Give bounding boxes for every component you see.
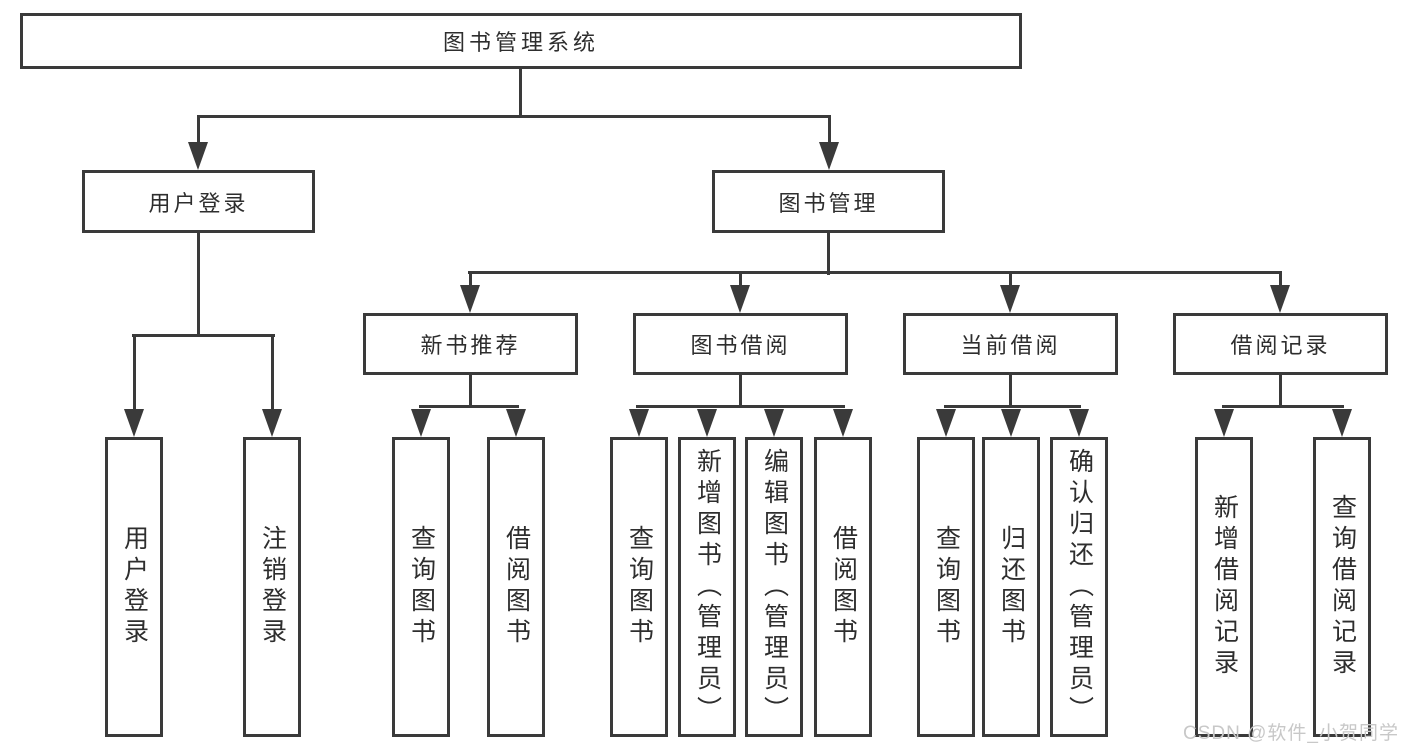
arrow-down-icon [411,409,431,437]
node-leaf-add-book-admin-label: 新增图书（管理员） [693,447,722,727]
arrow-down-icon [1001,409,1021,437]
connector-bookmgmt-rail [468,271,1282,274]
connector-cat-shaft [469,271,472,287]
node-book-borrow: 图书借阅 [633,313,848,375]
node-leaf-borrow-book-1-label: 借阅图书 [502,525,531,649]
arrow-down-icon [1000,285,1020,313]
node-leaf-query-book-3-label: 查询图书 [932,525,961,649]
node-leaf-confirm-return-admin: 确认归还（管理员） [1050,437,1108,737]
node-leaf-borrow-book-2-label: 借阅图书 [829,525,858,649]
connector-leaf-shaft [133,334,136,411]
node-borrow-record-label: 借阅记录 [1230,333,1331,358]
connector-cat-shaft [1279,271,1282,287]
arrow-down-icon [124,409,144,437]
connector-group1-stem [469,375,472,408]
node-leaf-user-login-label: 用户登录 [120,525,149,649]
connector-userlogin-shaft [197,115,200,146]
node-root: 图书管理系统 [20,13,1022,69]
connector-root-rail [197,115,831,118]
connector-group2-stem [739,375,742,408]
node-leaf-logout: 注销登录 [243,437,301,737]
node-book-borrow-label: 图书借阅 [690,333,791,358]
arrow-down-icon [936,409,956,437]
connector-group4-rail [1222,405,1344,408]
arrow-down-icon [629,409,649,437]
arrow-down-icon [1332,409,1352,437]
arrow-down-icon [262,409,282,437]
connector-group3-stem [1009,375,1012,408]
node-leaf-query-book-1: 查询图书 [392,437,450,737]
arrow-down-icon [833,409,853,437]
arrow-down-icon [188,142,208,170]
connector-userlogin-rail [132,334,275,337]
node-leaf-query-book-2: 查询图书 [610,437,668,737]
node-root-label: 图书管理系统 [442,30,599,55]
arrow-down-icon [764,409,784,437]
connector-group4-stem [1279,375,1282,408]
node-leaf-edit-book-admin: 编辑图书（管理员） [745,437,803,737]
node-leaf-add-borrow-record: 新增借阅记录 [1195,437,1253,737]
connector-group2-rail [636,405,845,408]
arrow-down-icon [1270,285,1290,313]
arrow-down-icon [1069,409,1089,437]
connector-leaf-shaft [271,334,274,411]
node-current-borrow-label: 当前借阅 [960,333,1061,358]
node-user-login-label: 用户登录 [148,190,249,216]
node-leaf-add-book-admin: 新增图书（管理员） [678,437,736,737]
arrow-down-icon [697,409,717,437]
csdn-watermark: CSDN @软件_小贺同学 [1183,723,1399,744]
connector-bookmgmt-shaft [828,115,831,146]
node-leaf-borrow-book-2: 借阅图书 [814,437,872,737]
arrow-down-icon [460,285,480,313]
connector-group3-rail [944,405,1081,408]
node-leaf-query-book-2-label: 查询图书 [625,525,654,649]
connector-bookmgmt-stem [827,233,830,275]
node-new-book-recommend: 新书推荐 [363,313,578,375]
connector-cat-shaft [1009,271,1012,287]
node-leaf-query-borrow-record: 查询借阅记录 [1313,437,1371,737]
node-leaf-query-book-3: 查询图书 [917,437,975,737]
node-new-book-recommend-label: 新书推荐 [420,333,521,358]
node-leaf-return-book-label: 归还图书 [997,525,1026,649]
node-leaf-add-borrow-record-label: 新增借阅记录 [1210,494,1239,680]
connector-group1-rail [419,405,519,408]
node-leaf-borrow-book-1: 借阅图书 [487,437,545,737]
arrow-down-icon [1214,409,1234,437]
node-current-borrow: 当前借阅 [903,313,1118,375]
node-leaf-return-book: 归还图书 [982,437,1040,737]
node-user-login: 用户登录 [82,170,315,233]
node-borrow-record: 借阅记录 [1173,313,1388,375]
node-leaf-edit-book-admin-label: 编辑图书（管理员） [760,447,789,727]
node-book-management: 图书管理 [712,170,945,233]
node-leaf-logout-label: 注销登录 [258,525,287,649]
connector-root-stem [519,69,522,117]
node-leaf-confirm-return-admin-label: 确认归还（管理员） [1065,447,1094,727]
connector-userlogin-stem [197,233,200,336]
node-leaf-user-login: 用户登录 [105,437,163,737]
arrow-down-icon [819,142,839,170]
node-book-management-label: 图书管理 [778,190,879,216]
arrow-down-icon [730,285,750,313]
node-leaf-query-borrow-record-label: 查询借阅记录 [1328,494,1357,680]
node-leaf-query-book-1-label: 查询图书 [407,525,436,649]
arrow-down-icon [506,409,526,437]
connector-cat-shaft [739,271,742,287]
